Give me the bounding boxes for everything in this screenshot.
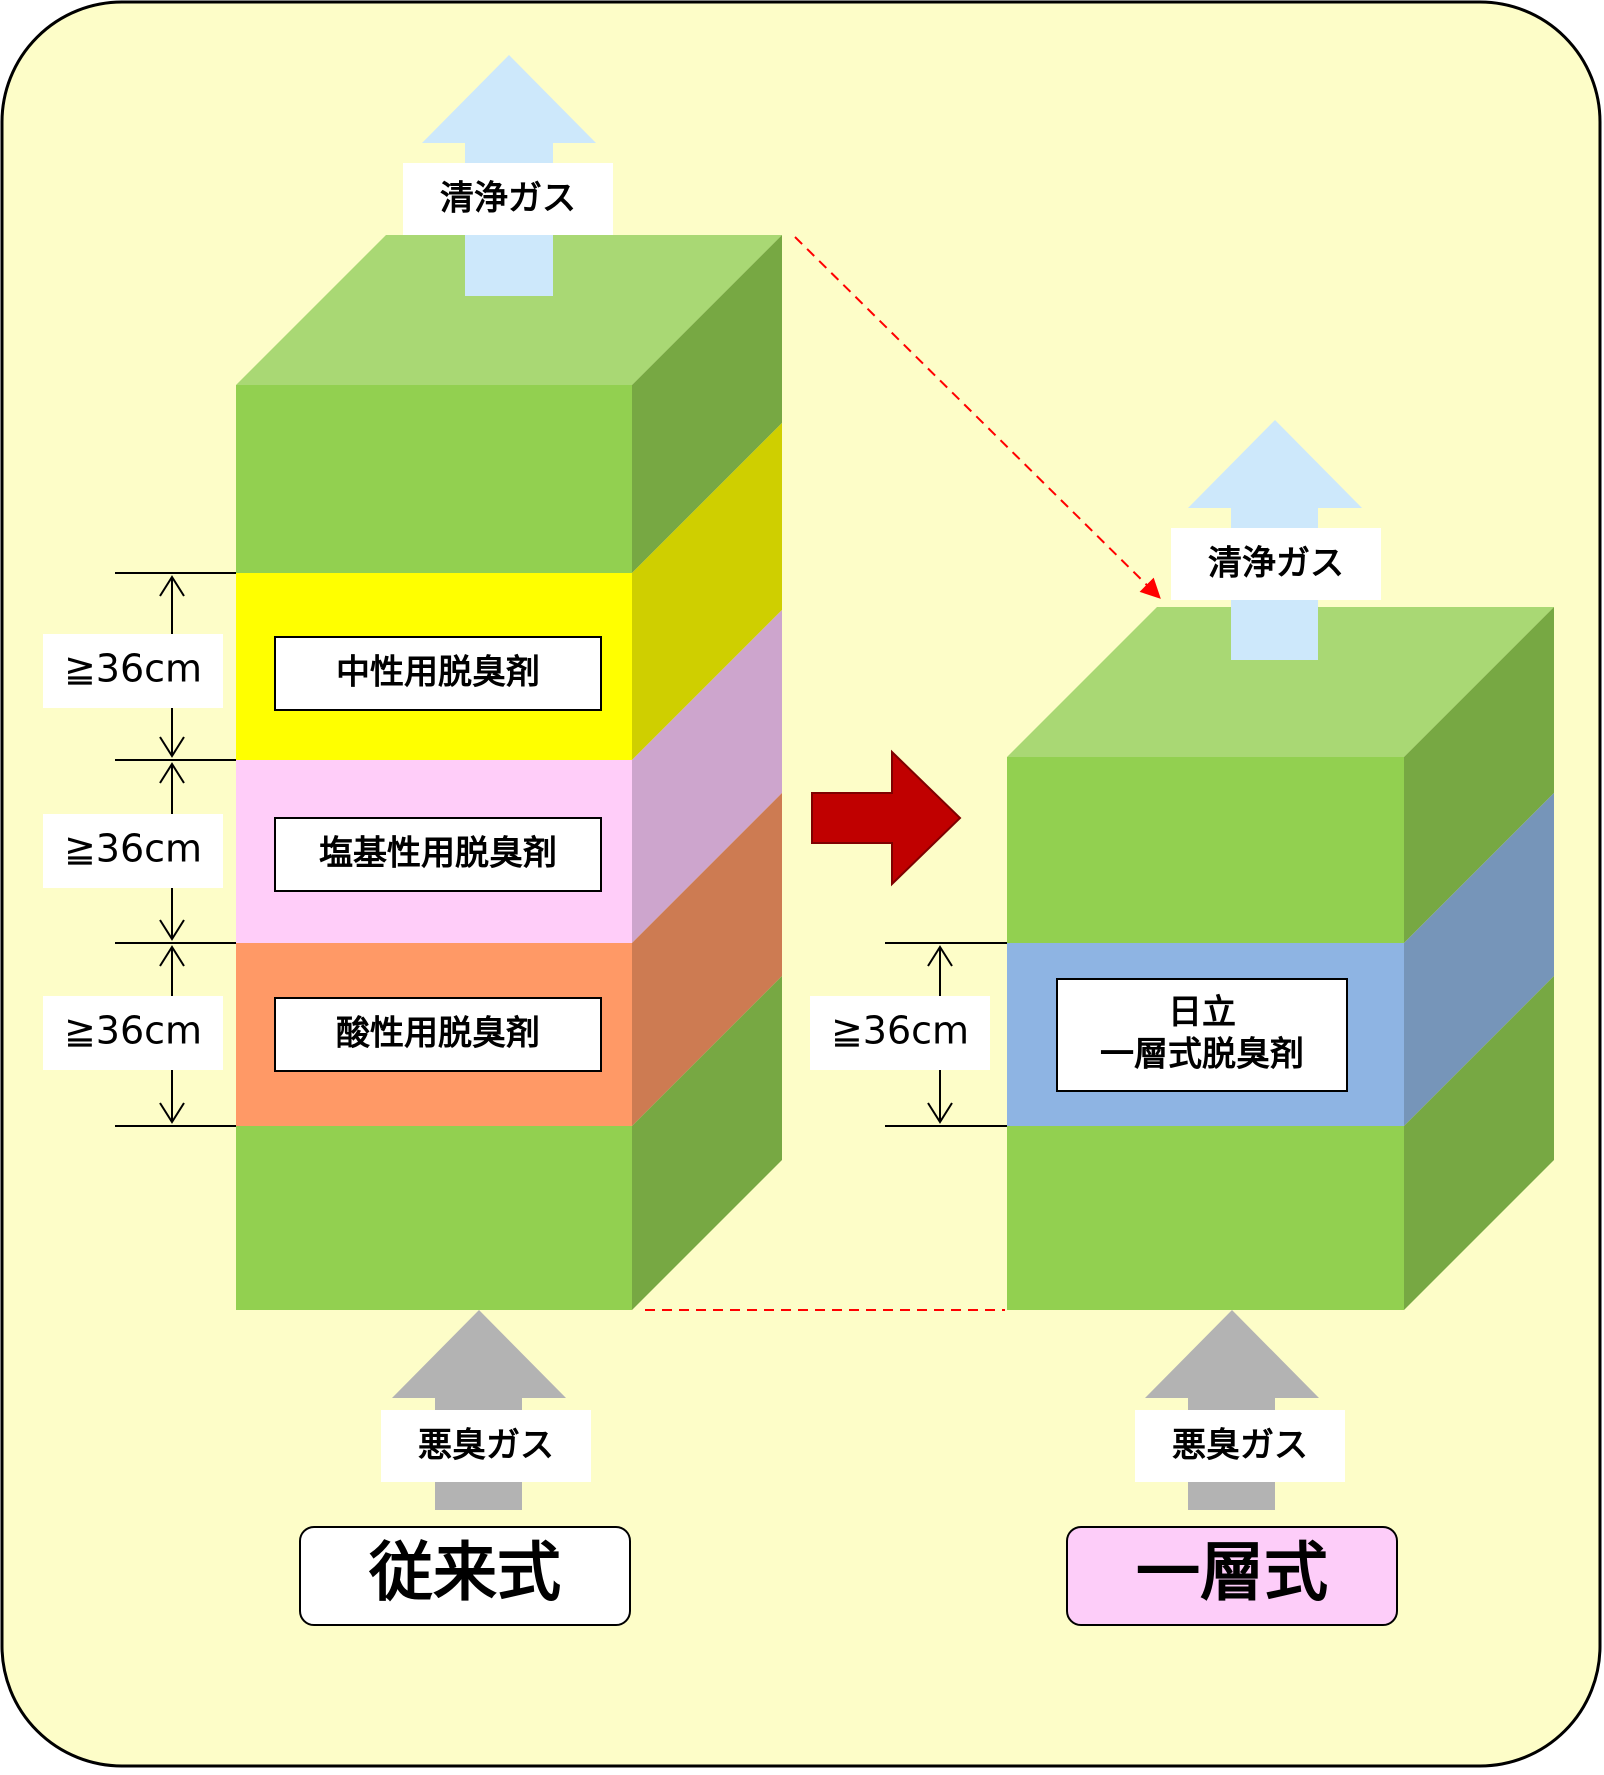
- dim-label-box: [43, 996, 223, 1070]
- foul-gas-label-box: [1135, 1410, 1345, 1482]
- clean-gas-label: 清浄ガス: [440, 179, 576, 219]
- conventional-title: 従来式: [368, 1537, 561, 1611]
- foul-gas-label: 悪臭ガス: [418, 1426, 554, 1466]
- dim-arrow: [159, 945, 185, 967]
- single-title: 一層式: [1136, 1537, 1328, 1611]
- conventional-bottom-green-front: [236, 1126, 632, 1310]
- single-top-face: [1007, 607, 1554, 757]
- dim-label-single: ≧36cm: [831, 1009, 969, 1053]
- neutral-layer-side: [632, 423, 782, 760]
- single-bottom-green-side: [1404, 976, 1554, 1310]
- clean-gas-label: 清浄ガス: [1208, 544, 1344, 584]
- dim-label-box: [810, 996, 990, 1070]
- neutral-agent-label: 中性用脱臭剤: [336, 653, 540, 693]
- dim-arrow: [927, 1102, 953, 1124]
- neutral-label-box: [274, 636, 602, 711]
- dim-arrow: [159, 736, 185, 758]
- single-bottom-green-front: [1007, 1126, 1404, 1310]
- acidic-agent-label: 酸性用脱臭剤: [336, 1014, 540, 1054]
- conventional-top-face: [236, 235, 782, 385]
- basic-layer-side: [632, 610, 782, 943]
- clean-gas-label-box: [403, 163, 613, 235]
- acidic-label-box: [274, 997, 602, 1072]
- conventional-title-box: [299, 1526, 631, 1626]
- dim-label-box: [43, 814, 223, 888]
- single-layer-column: 日立 一層式脱臭剤: [1007, 607, 1554, 1310]
- conventional-foul-gas-arrow: 悪臭ガス: [381, 1310, 591, 1510]
- conventional-bottom-green-side: [632, 976, 782, 1310]
- single-dimensions: [885, 942, 1007, 1127]
- acidic-layer-side: [632, 793, 782, 1126]
- single-top-green-side: [1404, 607, 1554, 943]
- dim-label-neutral: ≧36cm: [64, 647, 202, 691]
- conventional-top-green-side: [632, 235, 782, 573]
- single-foul-gas-arrow: 悪臭ガス: [1135, 1310, 1345, 1510]
- foul-gas-label: 悪臭ガス: [1172, 1426, 1308, 1466]
- single-agent-label-line2: 一層式脱臭剤: [1100, 1035, 1304, 1075]
- dim-arrow: [159, 1102, 185, 1124]
- single-agent-label-box: [1056, 978, 1348, 1092]
- conventional-top-green-front: [236, 385, 632, 573]
- dim-label-basic: ≧36cm: [64, 827, 202, 871]
- single-clean-gas-arrow: 清浄ガス: [1171, 420, 1381, 660]
- dim-arrow: [159, 575, 185, 597]
- conventional-clean-gas-arrow: 清浄ガス: [403, 55, 613, 296]
- dim-arrow: [159, 919, 185, 941]
- single-agent-layer-side: [1404, 793, 1554, 1126]
- basic-label-box: [274, 817, 602, 892]
- dim-arrow: [159, 762, 185, 784]
- single-agent-label-line1: 日立: [1168, 993, 1236, 1033]
- dim-label-box: [43, 634, 223, 708]
- conventional-dimensions: [115, 572, 236, 1127]
- transition-arrow: [811, 749, 962, 887]
- clean-gas-label-box: [1171, 528, 1381, 600]
- foul-gas-label-box: [381, 1410, 591, 1482]
- conventional-column: 中性用脱臭剤 塩基性用脱臭剤 酸性用脱臭剤: [236, 235, 782, 1310]
- single-title-box: [1066, 1526, 1398, 1626]
- dashed-guide-top: [794, 236, 1161, 599]
- basic-agent-label: 塩基性用脱臭剤: [319, 834, 557, 874]
- dim-arrow: [927, 945, 953, 967]
- single-top-green-front: [1007, 757, 1404, 943]
- dim-label-acidic: ≧36cm: [64, 1009, 202, 1053]
